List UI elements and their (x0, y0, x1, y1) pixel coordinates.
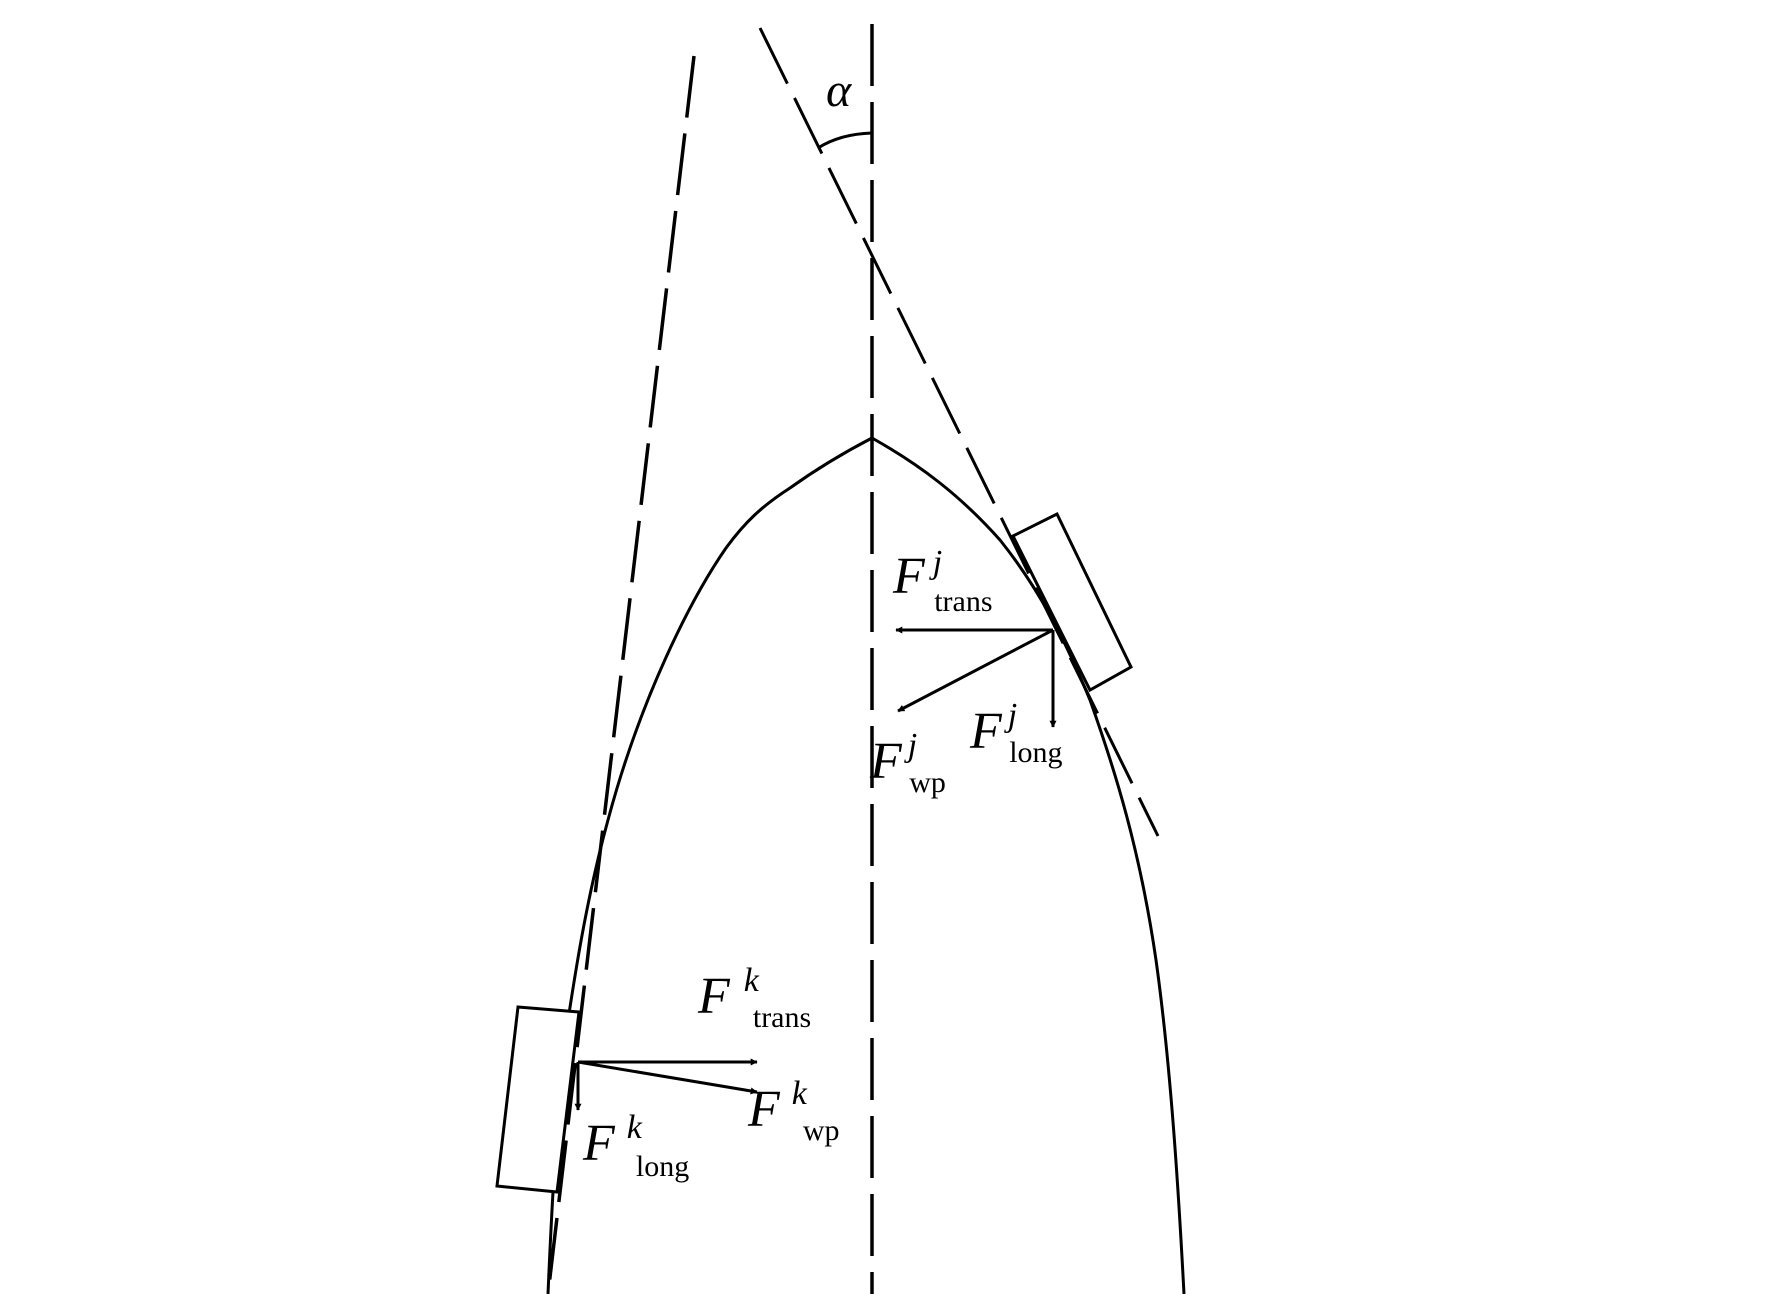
block-j (1010, 511, 1133, 693)
block-k (495, 1005, 581, 1194)
arrow-f-k-wp (577, 1060, 758, 1095)
hull-outline-right (871, 436, 1186, 1294)
right-tangent-line (758, 27, 1160, 837)
angle-arc (817, 131, 873, 150)
arrow-f-j-wp (897, 628, 1054, 713)
left-tangent-line (546, 55, 696, 1294)
angle-alpha-label: α (826, 64, 852, 117)
